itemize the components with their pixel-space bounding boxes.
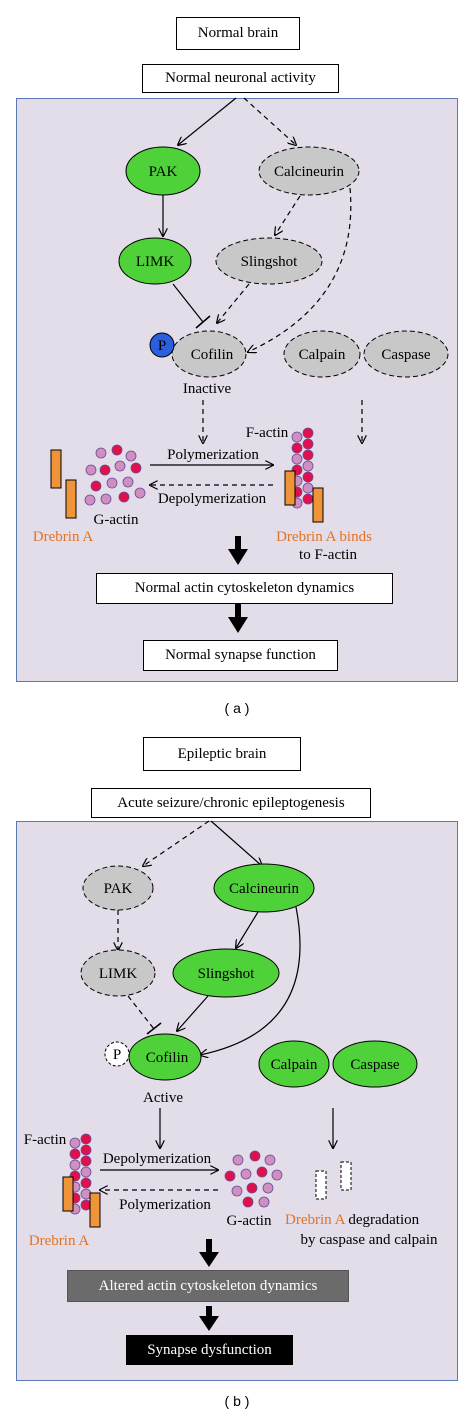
a-depolymerization-label: Depolymerization: [158, 491, 267, 507]
b-limk-label: LIMK: [99, 966, 137, 982]
a-calpain-node: [283, 330, 361, 378]
a-drebrin-bound-bar-2: [312, 487, 324, 523]
a-drebrin-a-label: Drebrin A: [33, 529, 94, 545]
a-arrow-slingshot-cofilin: [217, 283, 250, 323]
b-pak-node: [82, 865, 154, 911]
b-degraded-drebrin-bar-2: [340, 1161, 352, 1191]
b-slingshot-node: [172, 948, 280, 998]
a-limk-inhibits-cofilin: [172, 283, 211, 329]
a-slingshot-node: [215, 237, 323, 285]
a-g-actin-label: G-actin: [94, 512, 139, 528]
b-caspase-node: [332, 1040, 418, 1088]
b-calpain-node: [258, 1040, 330, 1088]
b-calcineurin-label: Calcineurin: [229, 881, 299, 897]
b-big-arrow-1: [199, 1239, 219, 1267]
acute-seizure-box: Acute seizure/chronic epileptogenesis: [91, 788, 371, 818]
a-inactive-label: Inactive: [183, 381, 232, 397]
a-normal-actin-dynamics-box: Normal actin cytoskeleton dynamics: [96, 573, 393, 604]
b-phospho-p-label: P: [113, 1047, 121, 1063]
b-slingshot-label: Slingshot: [198, 966, 256, 982]
b-big-arrow-2: [199, 1306, 219, 1331]
a-drebrin-bound-bar-1: [284, 470, 296, 506]
normal-neuronal-activity-box: Normal neuronal activity: [142, 64, 339, 93]
b-limk-node: [80, 949, 156, 997]
a-caspase-label: Caspase: [381, 347, 430, 363]
a-calpain-label: Calpain: [299, 347, 346, 363]
b-active-label: Active: [143, 1090, 183, 1106]
a-calcineurin-label: Calcineurin: [274, 164, 344, 180]
a-arrow-to-pak: [178, 97, 237, 145]
b-drebrin-bound-bar-1: [62, 1176, 74, 1212]
b-pak-label: PAK: [104, 881, 133, 897]
a-phospho-p-label: P: [158, 338, 166, 354]
b-degraded-drebrin-bar-1: [315, 1170, 327, 1200]
a-cofilin-node: [171, 330, 247, 378]
b-limk-inhibits-cofilin: [127, 995, 162, 1035]
a-arrow-calcineurin-cofilin: [248, 187, 352, 352]
b-drebrin-a-label: Drebrin A: [29, 1233, 90, 1249]
a-big-arrow-1: [228, 536, 248, 565]
caption-a: ( a ): [224, 700, 250, 716]
a-polymerization-label: Polymerization: [167, 447, 259, 463]
a-to-f-actin-label: to F-actin: [299, 547, 357, 563]
b-arrow-calcineurin-cofilin: [200, 906, 301, 1055]
a-phospho-p: [149, 332, 175, 358]
b-arrow-slingshot-cofilin: [177, 995, 209, 1031]
b-synapse-dysfunction-box: Synapse dysfunction: [126, 1335, 293, 1365]
b-g-actin-cluster: [224, 1150, 283, 1208]
b-by-caspase-label: by caspase and calpain: [300, 1232, 438, 1248]
a-cofilin-label: Cofilin: [191, 347, 234, 363]
a-drebrin-binds-label: Drebrin A binds: [276, 529, 372, 545]
b-altered-actin-dynamics-box: Altered actin cytoskeleton dynamics: [67, 1270, 349, 1302]
a-arrow-calcineurin-slingshot: [275, 195, 301, 235]
a-slingshot-label: Slingshot: [241, 254, 299, 270]
title-epileptic-brain: Epileptic brain: [143, 737, 301, 771]
b-degradation-word: degradation: [345, 1212, 420, 1228]
a-g-actin-cluster: [84, 444, 146, 506]
a-drebrin-bar-2: [65, 479, 77, 519]
b-caspase-label: Caspase: [350, 1057, 399, 1073]
a-pak-label: PAK: [149, 164, 178, 180]
b-g-actin-label: G-actin: [227, 1213, 272, 1229]
a-drebrin-bar-1: [50, 449, 62, 489]
b-arrow-calcineurin-slingshot: [236, 911, 259, 948]
title-normal-brain: Normal brain: [176, 17, 300, 50]
b-phospho-p: [104, 1041, 130, 1067]
caption-b: ( b ): [224, 1393, 250, 1409]
b-polymerization-label: Polymerization: [119, 1197, 211, 1213]
a-normal-synapse-function-box: Normal synapse function: [143, 640, 338, 671]
b-cofilin-label: Cofilin: [146, 1050, 189, 1066]
b-drebrin-degradation-label: Drebrin A degradation: [285, 1212, 420, 1228]
a-f-actin-label: F-actin: [246, 425, 289, 441]
b-calpain-label: Calpain: [271, 1057, 318, 1073]
b-arrow-to-calcineurin: [210, 820, 262, 866]
b-drebrin-degradation-orange: Drebrin A: [285, 1212, 346, 1228]
b-calcineurin-node: [213, 863, 315, 913]
b-drebrin-bound-bar-2: [89, 1192, 101, 1228]
b-f-actin-label: F-actin: [24, 1132, 67, 1148]
a-limk-label: LIMK: [136, 254, 174, 270]
a-caspase-node: [363, 330, 449, 378]
a-calcineurin-node: [258, 146, 360, 196]
b-arrow-to-pak: [143, 820, 210, 866]
a-limk-node: [118, 237, 192, 285]
a-big-arrow-2: [228, 604, 248, 633]
a-arrow-to-calcineurin: [243, 97, 296, 145]
b-depolymerization-label: Depolymerization: [103, 1151, 212, 1167]
